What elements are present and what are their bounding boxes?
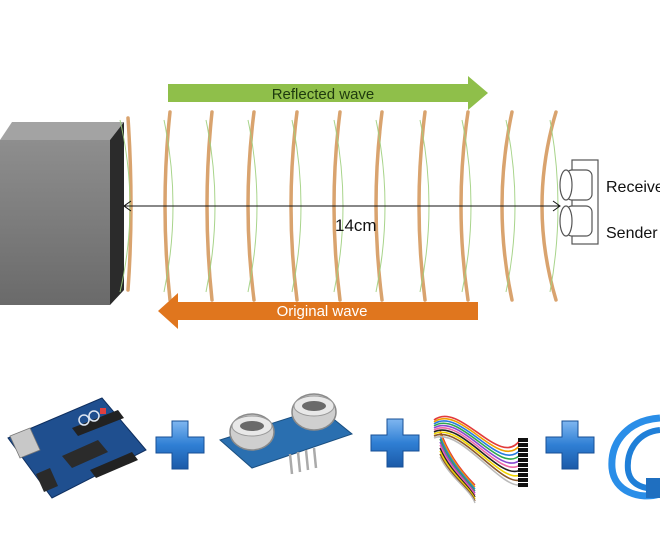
jumper-wire <box>439 456 476 504</box>
plus-icon <box>370 418 420 468</box>
jumper-wire <box>433 431 521 477</box>
jumper-wire <box>439 429 476 486</box>
jumper-wire <box>439 438 476 492</box>
wire-connector <box>518 453 528 457</box>
usb-cable-icon <box>608 414 660 500</box>
wire-connector <box>518 458 528 462</box>
jumper-wire <box>439 450 476 500</box>
plus-icon <box>545 420 595 470</box>
distance-line: 14cm <box>123 200 561 235</box>
jumper-wire <box>439 441 476 494</box>
jumper-wire <box>433 433 521 481</box>
wire-connector <box>518 448 528 452</box>
jumper-wire <box>439 447 476 498</box>
jumper-wire <box>433 418 521 453</box>
wire-connector <box>518 478 528 482</box>
wire-connector <box>518 438 528 442</box>
arduino-board-icon <box>7 397 147 499</box>
jumper-wire <box>433 415 521 449</box>
jumper-wire <box>433 429 521 473</box>
wire-connector <box>518 443 528 447</box>
plus-icon <box>155 420 205 470</box>
jumper-wire <box>439 435 476 490</box>
original-wave-label: Original wave <box>277 303 368 320</box>
wire-connector <box>518 473 528 477</box>
wire-connector <box>518 463 528 467</box>
jumper-wire <box>433 424 521 464</box>
reflected-wave-label: Reflected wave <box>272 86 375 103</box>
receiver-label: Receiver <box>606 179 660 196</box>
jumper-wire <box>439 453 476 502</box>
jumper-wire <box>433 435 521 486</box>
sender-label: Sender <box>606 225 658 242</box>
ultrasonic-sensor-icon: Receiver Sender <box>559 159 660 245</box>
jumper-wire <box>439 432 476 488</box>
wire-connector <box>518 483 528 487</box>
original-wave-arrow: Original wave <box>158 293 478 329</box>
jumper-wire <box>433 427 521 468</box>
obstacle-box-icon <box>0 122 124 305</box>
jumper-wire <box>439 444 476 496</box>
distance-label: 14cm <box>335 216 377 235</box>
jumper-wire <box>433 422 521 460</box>
jumper-wires-icon <box>433 415 528 504</box>
reflected-wave-arrow: Reflected wave <box>168 76 488 110</box>
hc-sr04-module-icon <box>219 393 354 475</box>
wire-connector <box>518 468 528 472</box>
jumper-wire <box>433 420 521 456</box>
wave-arc-thick <box>126 116 133 292</box>
